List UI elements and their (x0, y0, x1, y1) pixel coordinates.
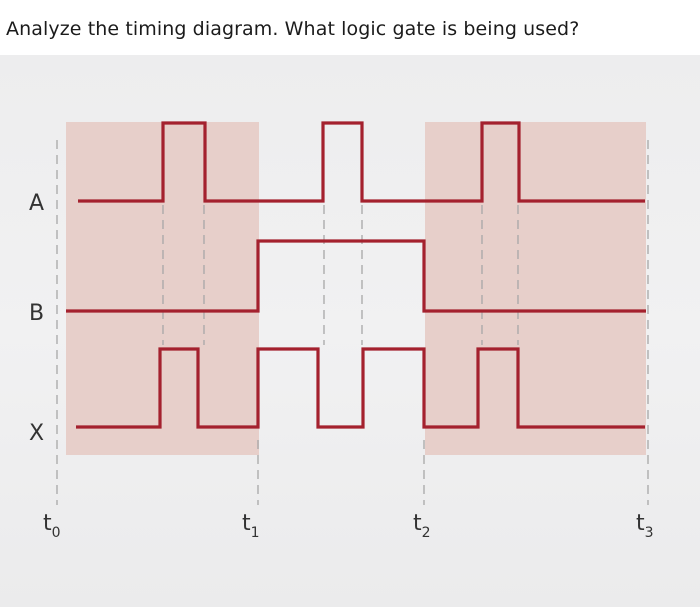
time-label-t1-sub: 1 (251, 525, 260, 541)
time-label-t0-sub: 0 (52, 525, 61, 541)
waveform-a (78, 121, 645, 203)
signal-label-a: A (29, 191, 44, 216)
signal-label-x: X (29, 421, 44, 446)
time-label-t3-base: t (636, 511, 645, 536)
time-label-t3-sub: 3 (645, 525, 654, 541)
time-label-t0-base: t (43, 511, 52, 536)
waveform-b (66, 239, 646, 313)
time-label-t3: t3 (636, 511, 654, 541)
signal-label-b: B (29, 301, 44, 326)
guide-lines (56, 140, 649, 505)
time-label-t1-base: t (242, 511, 251, 536)
time-label-t2-base: t (413, 511, 422, 536)
time-label-t1: t1 (242, 511, 260, 541)
waveform-x (76, 347, 645, 429)
time-label-t2-sub: 2 (422, 525, 431, 541)
question-text: Analyze the timing diagram. What logic g… (6, 18, 580, 40)
time-label-t2: t2 (413, 511, 431, 541)
shaded-region-2 (425, 122, 646, 455)
time-label-t0: t0 (43, 511, 61, 541)
